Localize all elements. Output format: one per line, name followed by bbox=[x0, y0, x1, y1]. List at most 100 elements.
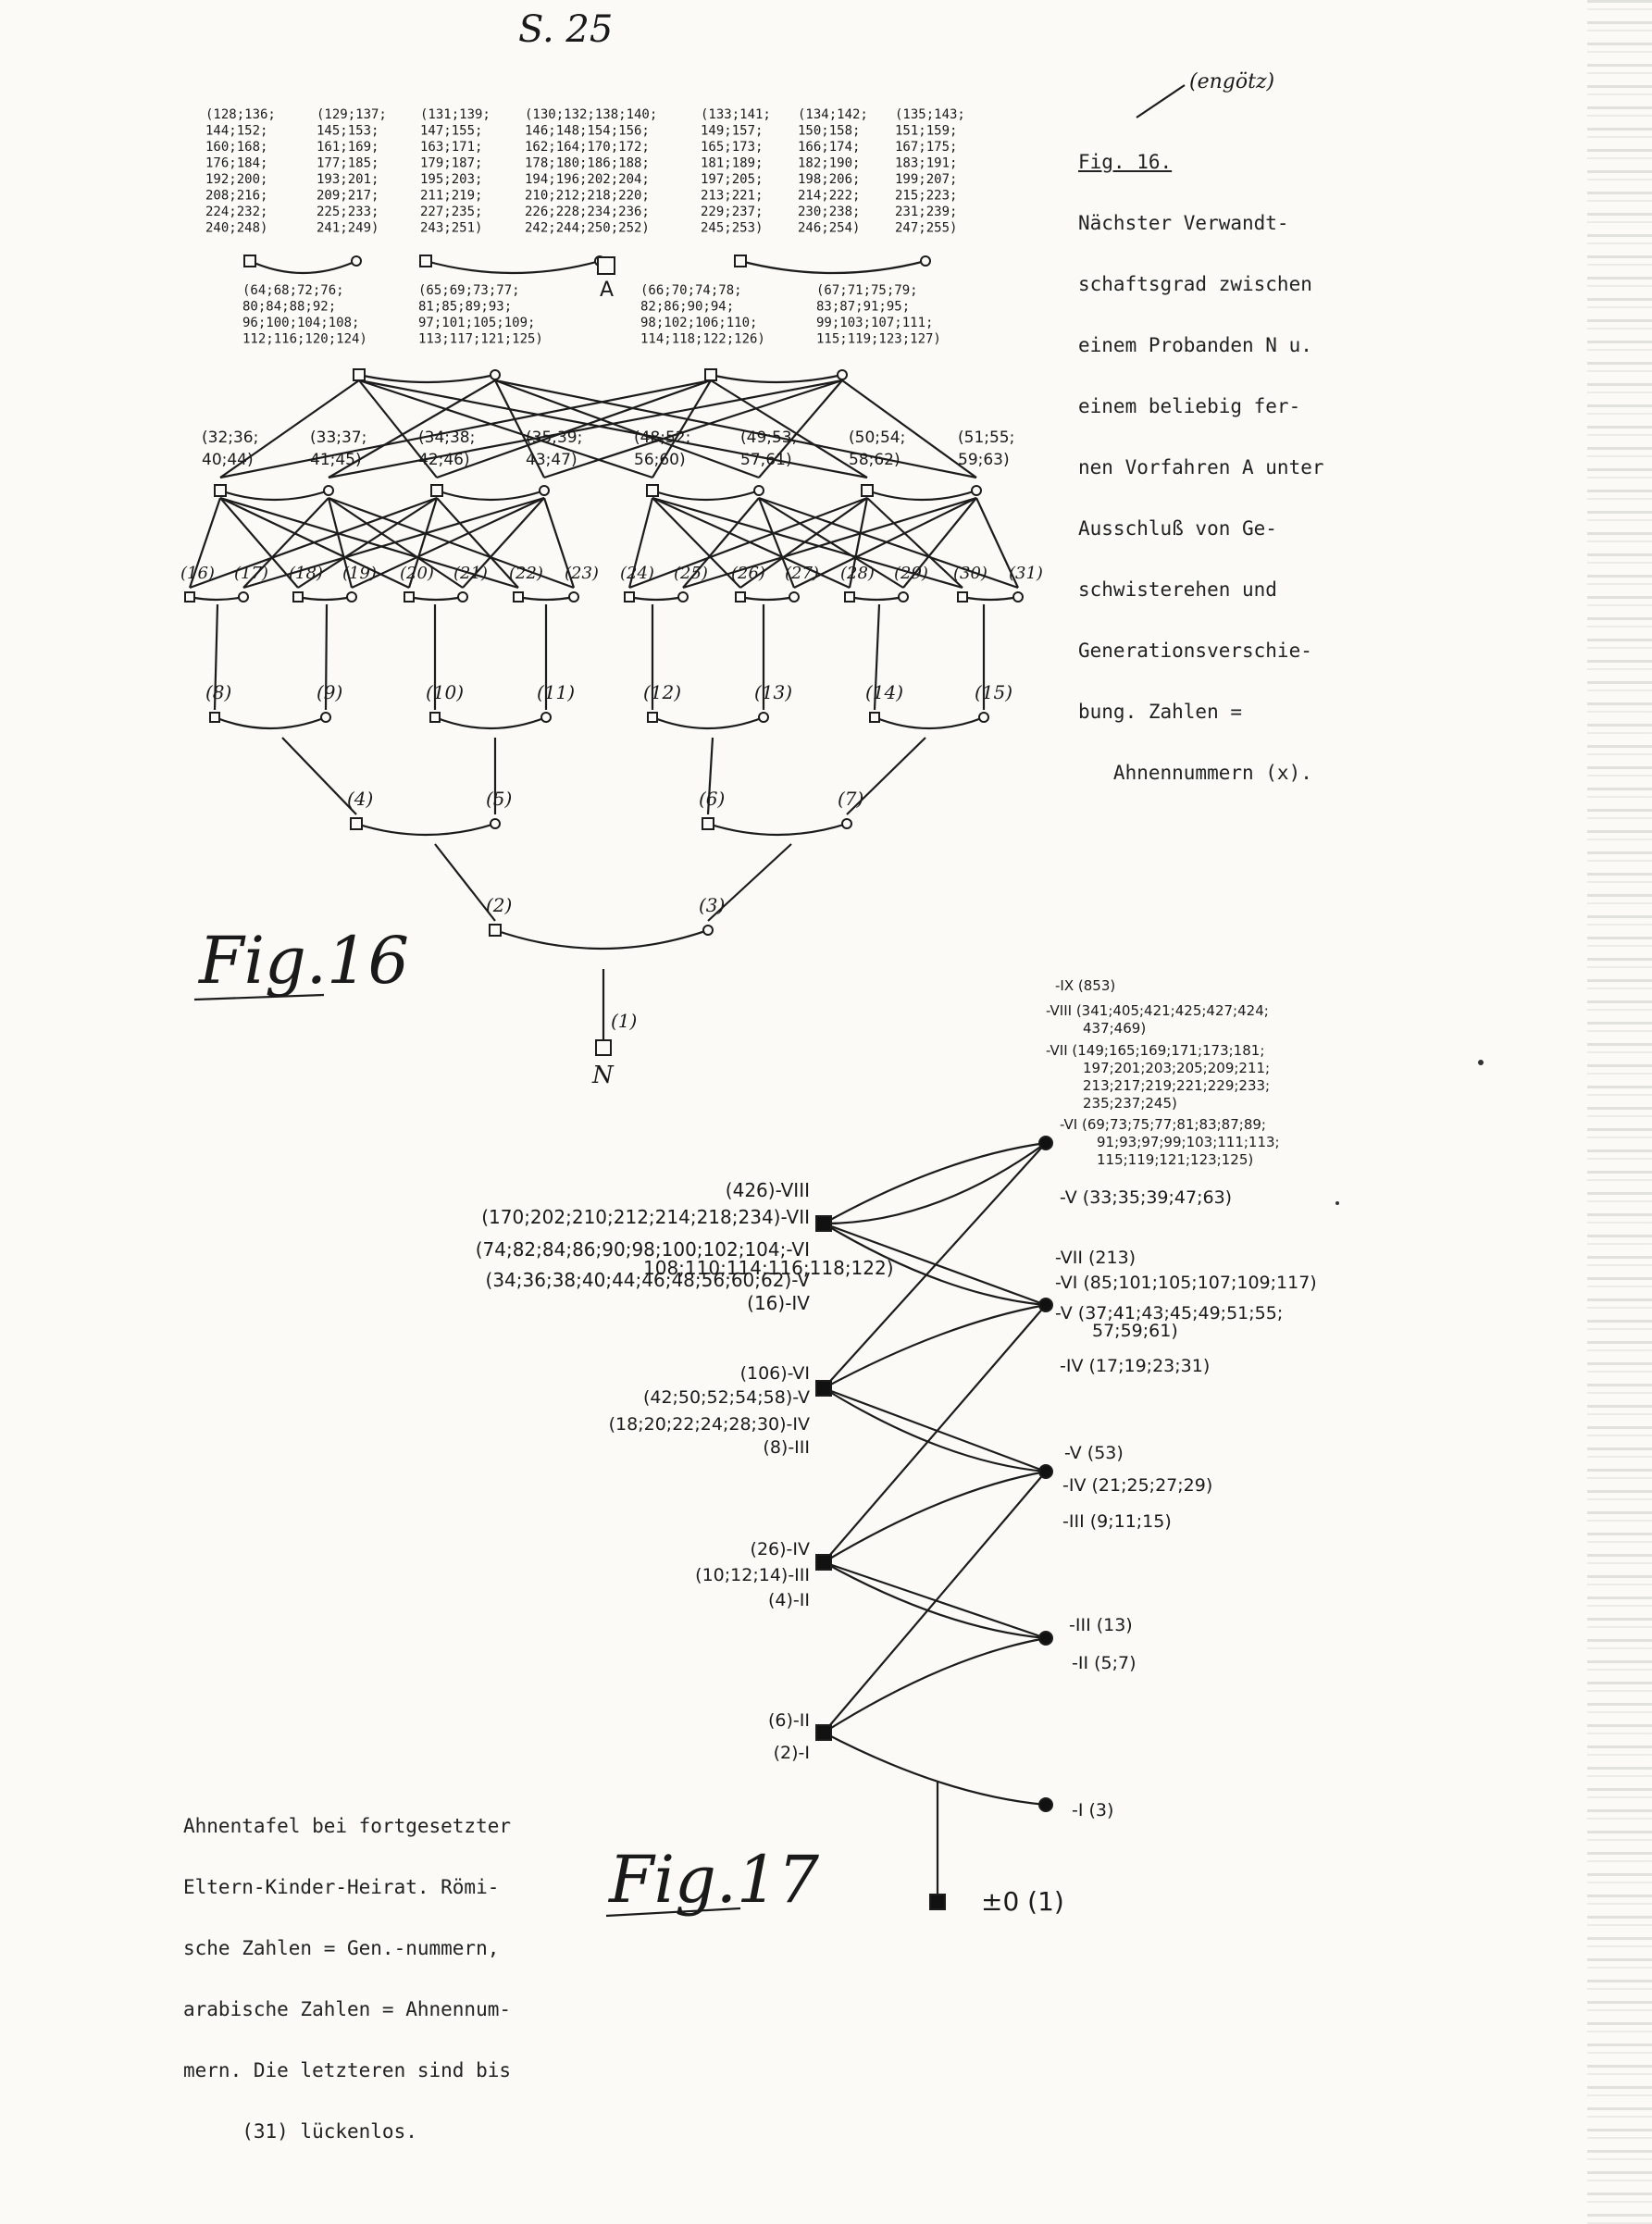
ancestor-number-list: 209;217; bbox=[317, 189, 379, 204]
male-square-node bbox=[647, 712, 658, 723]
female-filled-node bbox=[1038, 1631, 1053, 1646]
ancestor-number-list: 224;232; bbox=[205, 205, 267, 219]
pedigree-line bbox=[823, 1222, 1047, 1307]
ancestor-number-list: 197;205; bbox=[701, 172, 763, 187]
female-circle-node bbox=[568, 591, 579, 603]
pedigree-line bbox=[351, 497, 545, 589]
generation-label: -V (33;35;39;47;63) bbox=[1060, 1187, 1232, 1208]
marriage-arc bbox=[408, 595, 464, 602]
marriage-arc bbox=[219, 489, 329, 502]
number-label: (9) bbox=[317, 681, 342, 703]
ancestor-number-pair: 42;46) bbox=[418, 451, 470, 469]
ancestor-number-list: 230;238; bbox=[798, 205, 860, 219]
scan-edge-artifact bbox=[1587, 0, 1652, 2224]
ancestor-number-list: 195;203; bbox=[420, 172, 482, 187]
generation-label: (2)-I bbox=[774, 1743, 810, 1763]
female-circle-node bbox=[702, 925, 714, 936]
ancestor-number-list: 145;153; bbox=[317, 124, 379, 139]
ancestor-number-pair: 40;44) bbox=[202, 451, 254, 469]
fig17-caption: Ahnentafel bei fortgesetzter Eltern-Kind… bbox=[183, 1775, 511, 2162]
number-label: (17) bbox=[234, 564, 268, 583]
generation-label: (18;20;22;24;28;30)-IV bbox=[609, 1414, 810, 1435]
pedigree-line bbox=[710, 379, 868, 478]
ancestor-number-list: 227;235; bbox=[420, 205, 482, 219]
generation-label: (10;12;14)-III bbox=[695, 1565, 810, 1585]
generation-label: -VIII (341;405;421;425;427;424; bbox=[1046, 1002, 1269, 1019]
caption-line: bung. Zahlen = bbox=[1078, 701, 1243, 723]
ancestor-number-list: 243;251) bbox=[420, 221, 482, 236]
ancestor-number-list: (130;132;138;140; bbox=[525, 107, 657, 122]
pedigree-line bbox=[462, 497, 545, 589]
number-label: (2) bbox=[486, 894, 512, 916]
ancestor-number-list: 226;228;234;236; bbox=[525, 205, 650, 219]
generation-label: 91;93;97;99;103;111;113; bbox=[1097, 1134, 1280, 1150]
ancestor-number-list: 97;101;105;109; bbox=[418, 316, 535, 330]
marriage-arc bbox=[823, 1732, 1047, 1807]
pedigree-line bbox=[823, 1142, 1047, 1389]
pedigree-line bbox=[242, 496, 545, 590]
pedigree-line bbox=[494, 379, 977, 479]
pedigree-line bbox=[219, 497, 299, 589]
male-square-node bbox=[429, 712, 441, 723]
generation-label: -IX (853) bbox=[1055, 977, 1115, 994]
pedigree-line bbox=[297, 497, 438, 589]
pedigree-line bbox=[902, 497, 977, 589]
ancestor-number-list: 242;244;250;252) bbox=[525, 221, 650, 236]
number-label: (5) bbox=[486, 788, 512, 810]
ancestor-number-pair: 41;45) bbox=[310, 451, 362, 469]
ancestor-number-list: 161;169; bbox=[317, 140, 379, 155]
ancestor-number-list: 150;158; bbox=[798, 124, 860, 139]
female-filled-node bbox=[1038, 1464, 1053, 1479]
marriage-arc bbox=[214, 715, 327, 730]
pedigree-nodes bbox=[184, 255, 1484, 1910]
number-label: (16) bbox=[180, 564, 215, 583]
number-label: (25) bbox=[674, 564, 708, 583]
ancestor-number-list: 231;239; bbox=[895, 205, 957, 219]
pedigree-line bbox=[358, 379, 438, 478]
fig16-label: Fig.16 bbox=[197, 923, 409, 999]
female-circle-node bbox=[971, 485, 982, 496]
pedigree-line bbox=[975, 497, 1019, 589]
marriage-arc bbox=[189, 595, 244, 602]
number-label: (7) bbox=[838, 788, 863, 810]
generation-label: (34;36;38;40;44;46;48;56;60;62)-V bbox=[486, 1269, 811, 1291]
marriage-arc bbox=[249, 259, 357, 275]
number-label: (3) bbox=[699, 894, 725, 916]
ancestor-number-list: 213;221; bbox=[701, 189, 763, 204]
ancestor-number-list: 211;219; bbox=[420, 189, 482, 204]
male-square-node bbox=[597, 256, 615, 275]
pedigree-line bbox=[193, 993, 325, 1001]
male-square-node bbox=[353, 368, 366, 381]
female-circle-node bbox=[920, 255, 931, 267]
ancestor-number-list: 214;222; bbox=[798, 189, 860, 204]
number-labels: S. 25(engötz)(128;136;144;152;160;168;17… bbox=[180, 8, 1317, 1918]
pedigree-line bbox=[627, 497, 654, 589]
node-A-label: A bbox=[600, 279, 614, 302]
corner-note: (engötz) bbox=[1189, 70, 1274, 93]
caption-line: arabische Zahlen = Ahnennum- bbox=[183, 1998, 512, 2020]
pedigree-line bbox=[1136, 84, 1186, 118]
male-filled-node bbox=[815, 1554, 832, 1571]
ancestor-number-list: 80;84;88;92; bbox=[242, 300, 336, 315]
female-circle-node bbox=[490, 818, 501, 829]
ancestor-number-list: 193;201; bbox=[317, 172, 379, 187]
ancestor-number-list: (131;139; bbox=[420, 107, 491, 122]
female-filled-node bbox=[1038, 1797, 1053, 1812]
number-label: (14) bbox=[865, 681, 903, 703]
male-filled-node bbox=[929, 1894, 946, 1910]
pedigree-line bbox=[358, 379, 868, 479]
female-circle-node bbox=[540, 712, 552, 723]
number-label: (24) bbox=[620, 564, 654, 583]
generation-label: 213;217;219;221;229;233; bbox=[1083, 1077, 1270, 1094]
caption-line: Generationsverschie- bbox=[1078, 640, 1312, 662]
male-square-node bbox=[184, 591, 195, 603]
ancestor-number-list: 182;190; bbox=[798, 156, 860, 171]
number-label: (22) bbox=[509, 564, 543, 583]
caption-line: schaftsgrad zwischen bbox=[1078, 273, 1312, 295]
ancestor-number-list: (67;71;75;79; bbox=[816, 283, 918, 298]
number-label: (15) bbox=[975, 681, 1012, 703]
ancestor-number-list: 178;180;186;188; bbox=[525, 156, 650, 171]
pedigree-line bbox=[652, 496, 963, 590]
generation-label: -II (5;7) bbox=[1072, 1653, 1137, 1673]
